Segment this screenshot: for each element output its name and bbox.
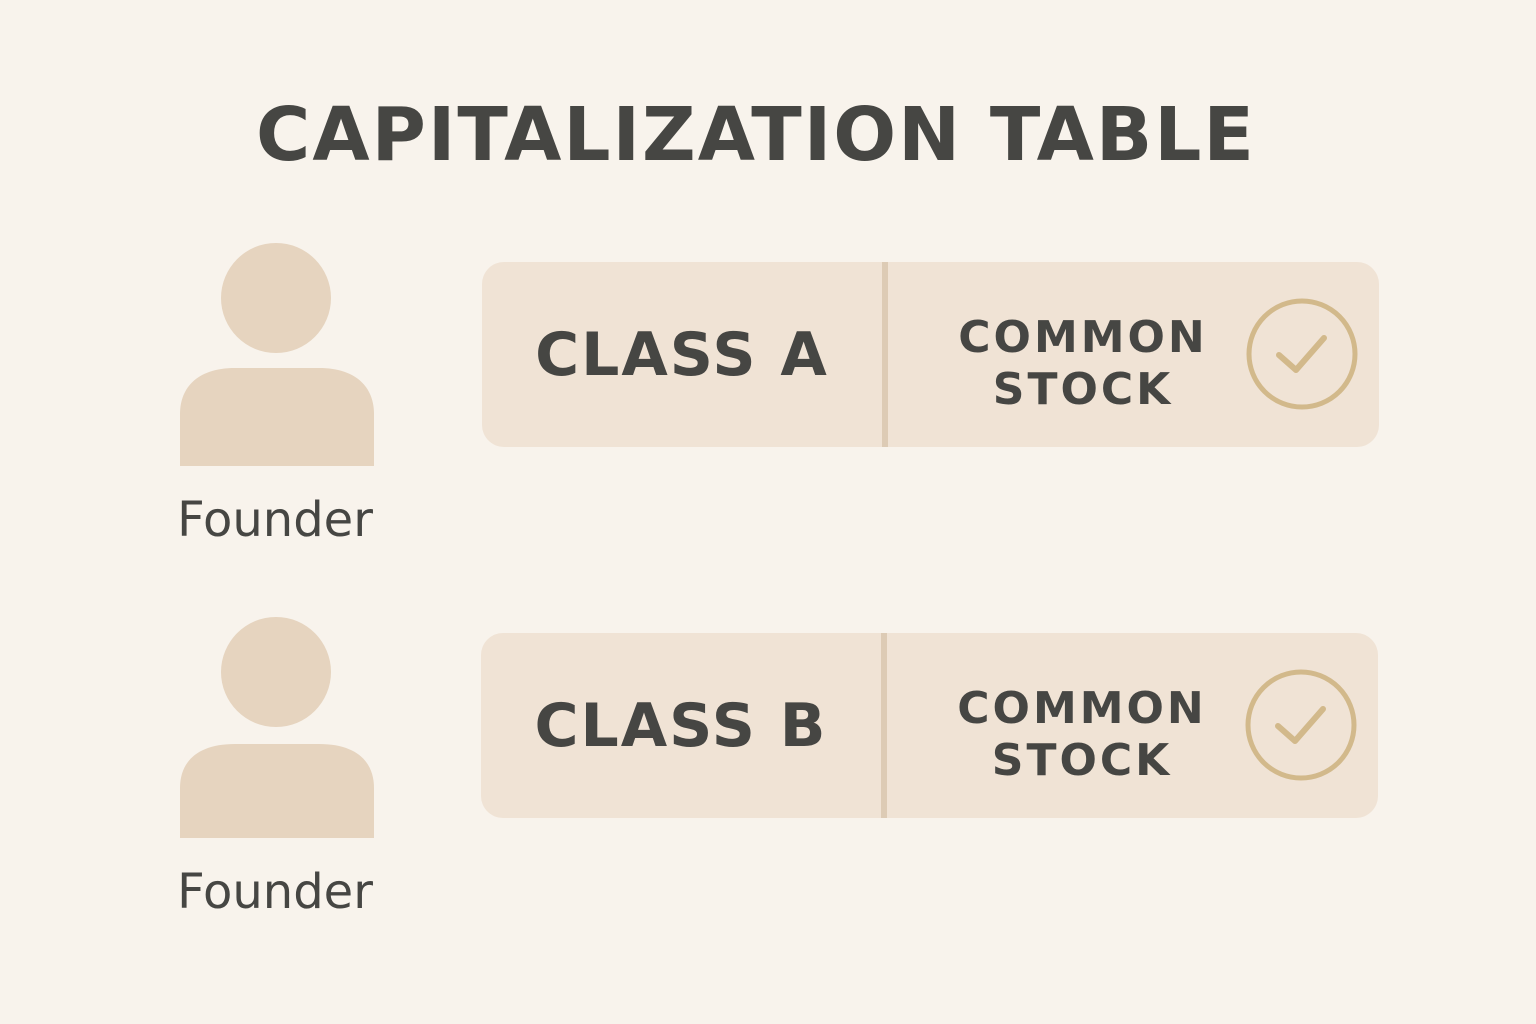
founder-label: Founder [177,864,373,920]
founder-b: Founder [175,616,385,926]
stock-type-line-1: COMMON [957,683,1207,734]
row-divider [882,262,888,447]
stock-type-cell: COMMON STOCK [888,262,1379,447]
check-circle-icon [1245,669,1357,781]
share-class-row-a: CLASS A COMMON STOCK [482,262,1379,447]
stock-type-label: COMMON STOCK [937,683,1227,787]
stock-type-line-2: STOCK [991,735,1173,786]
share-class-label: CLASS A [535,319,829,390]
person-icon [180,243,374,466]
stock-type-cell: COMMON STOCK [887,633,1378,818]
stock-type-line-1: COMMON [958,312,1208,363]
founder-label: Founder [177,492,373,548]
stock-type-line-2: STOCK [992,364,1174,415]
person-icon [180,617,374,838]
row-divider [881,633,887,818]
share-class-row-b: CLASS B COMMON STOCK [481,633,1378,818]
stock-type-label: COMMON STOCK [938,312,1228,416]
founder-a: Founder [175,242,385,552]
check-circle-icon [1246,298,1358,410]
page-title: CAPITALIZATION TABLE [256,92,1256,178]
share-class-label: CLASS B [534,690,828,761]
